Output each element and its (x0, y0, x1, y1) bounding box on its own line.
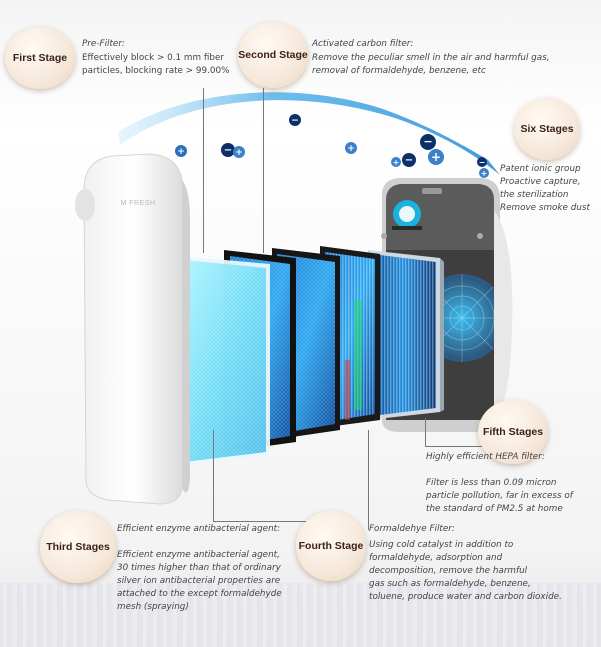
badge-fourth-stage: Fourth Stage (296, 511, 366, 581)
hepa-filter (368, 250, 444, 420)
fifth-stage-title: Highly efficient HEPA filter: (426, 452, 545, 462)
svg-text:+: + (431, 150, 441, 164)
ion-particles: + − + − + + − − + − + (175, 114, 489, 178)
leader-line-third-h (213, 521, 325, 522)
badge-first-stage: First Stage (5, 27, 75, 89)
pre-filter (180, 256, 270, 466)
leader-line-third-v (213, 430, 214, 522)
airflow-arc (118, 92, 500, 175)
svg-text:+: + (235, 148, 243, 158)
leader-line-second (263, 88, 264, 253)
leader-line-first (203, 88, 204, 253)
first-stage-desc: Effectively block > 0.1 mm fiber particl… (82, 53, 230, 76)
badge-second-stage: Second Stage (238, 22, 308, 88)
third-stage-title: Efficient enzyme antibacterial agent: (117, 524, 281, 534)
badge-third-stages: Third Stages (40, 511, 116, 583)
svg-text:+: + (393, 158, 400, 167)
svg-text:+: + (481, 169, 488, 178)
fifth-stage-desc: Filter is less than 0.09 micron particle… (426, 478, 573, 514)
svg-text:−: − (423, 135, 432, 148)
leader-line-fifth-v (425, 418, 426, 446)
brand-logo: M FRESH (121, 200, 156, 207)
third-stage-desc: Efficient enzyme antibacterial agent, 30… (117, 550, 282, 612)
badge-six-stages: Six Stages (514, 98, 580, 160)
first-stage-title: Pre-Filter: (82, 39, 125, 49)
badge-fifth-stages: Fifth Stages (478, 400, 548, 464)
svg-text:+: + (177, 147, 185, 157)
floor-background (0, 583, 601, 647)
six-stage-desc: Patent ionic group Proactive capture, th… (500, 164, 590, 213)
leader-line-fourth (368, 430, 369, 530)
svg-text:+: + (347, 144, 355, 154)
front-cover (75, 153, 190, 505)
fourth-stage-title: Formaldehye Filter: (369, 524, 455, 534)
svg-text:−: − (405, 155, 413, 166)
fourth-stage-desc: Using cold catalyst in addition to forma… (369, 540, 562, 602)
svg-text:−: − (224, 145, 232, 156)
svg-text:−: − (291, 116, 299, 126)
second-stage-desc: Remove the peculiar smell in the air and… (312, 53, 550, 76)
second-stage-title: Activated carbon filter: (312, 39, 414, 49)
leader-line-fifth-h (425, 446, 485, 447)
svg-text:−: − (479, 158, 486, 167)
